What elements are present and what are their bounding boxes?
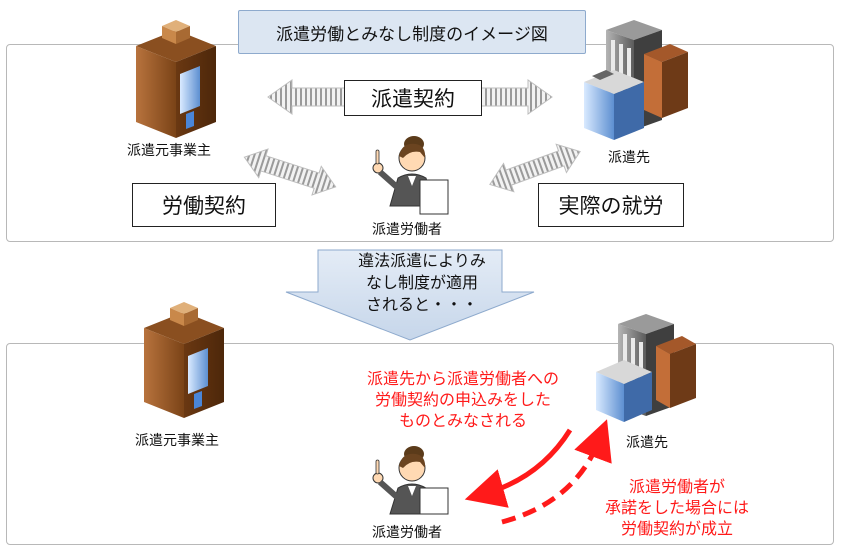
dispatcher-caption: 派遣元事業主: [127, 143, 211, 159]
dispatcher-caption-bottom: 派遣元事業主: [135, 433, 219, 449]
dispatcher-building-icon-bottom: [144, 302, 224, 418]
acceptance-line-2: 承諾をした場合には: [604, 498, 749, 517]
client-caption-bottom: 派遣先: [626, 435, 668, 451]
client-building-icon: [584, 20, 688, 140]
callout-arrow-shape: [285, 249, 535, 341]
acceptance-line-3: 労働契約が成立: [620, 519, 733, 538]
worker-figure-icon-bottom: [372, 446, 449, 515]
callout-text: 違法派遣によりみ なし制度が適用 されると・・・: [300, 250, 544, 316]
callout-line-2: なし制度が適用: [365, 273, 478, 292]
actual-work-arrow: [489, 143, 581, 193]
acceptance-line-1: 派遣労働者が: [628, 477, 725, 496]
actual-work-label: 実際の就労: [538, 183, 684, 227]
dispatch-contract-label: 派遣契約: [344, 80, 482, 116]
acceptance-text: 派遣労働者が 承諾をした場合には 労働契約が成立: [584, 476, 770, 539]
callout-line-1: 違法派遣によりみ: [358, 251, 486, 270]
offer-line-3: ものとみなされる: [398, 411, 527, 430]
offer-line-1: 派遣先から派遣労働者への: [366, 369, 559, 388]
labor-contract-label: 労働契約: [132, 183, 276, 227]
offer-arrow: [464, 428, 573, 508]
labor-contract-arrow: [243, 148, 337, 196]
acceptance-arrow: [501, 419, 612, 525]
worker-figure-icon: [372, 136, 449, 215]
diagram-title: 派遣労働とみなし制度のイメージ図: [238, 10, 586, 54]
client-building-icon-bottom: [596, 314, 696, 422]
callout-line-3: されると・・・: [365, 295, 478, 314]
offer-line-2: 労働契約の申込みをした: [374, 390, 551, 409]
client-caption: 派遣先: [608, 150, 650, 166]
dispatcher-building-icon: [136, 20, 216, 138]
worker-caption-bottom: 派遣労働者: [372, 525, 442, 541]
offer-text: 派遣先から派遣労働者への 労働契約の申込みをした ものとみなされる: [340, 368, 586, 431]
worker-caption: 派遣労働者: [372, 222, 442, 238]
